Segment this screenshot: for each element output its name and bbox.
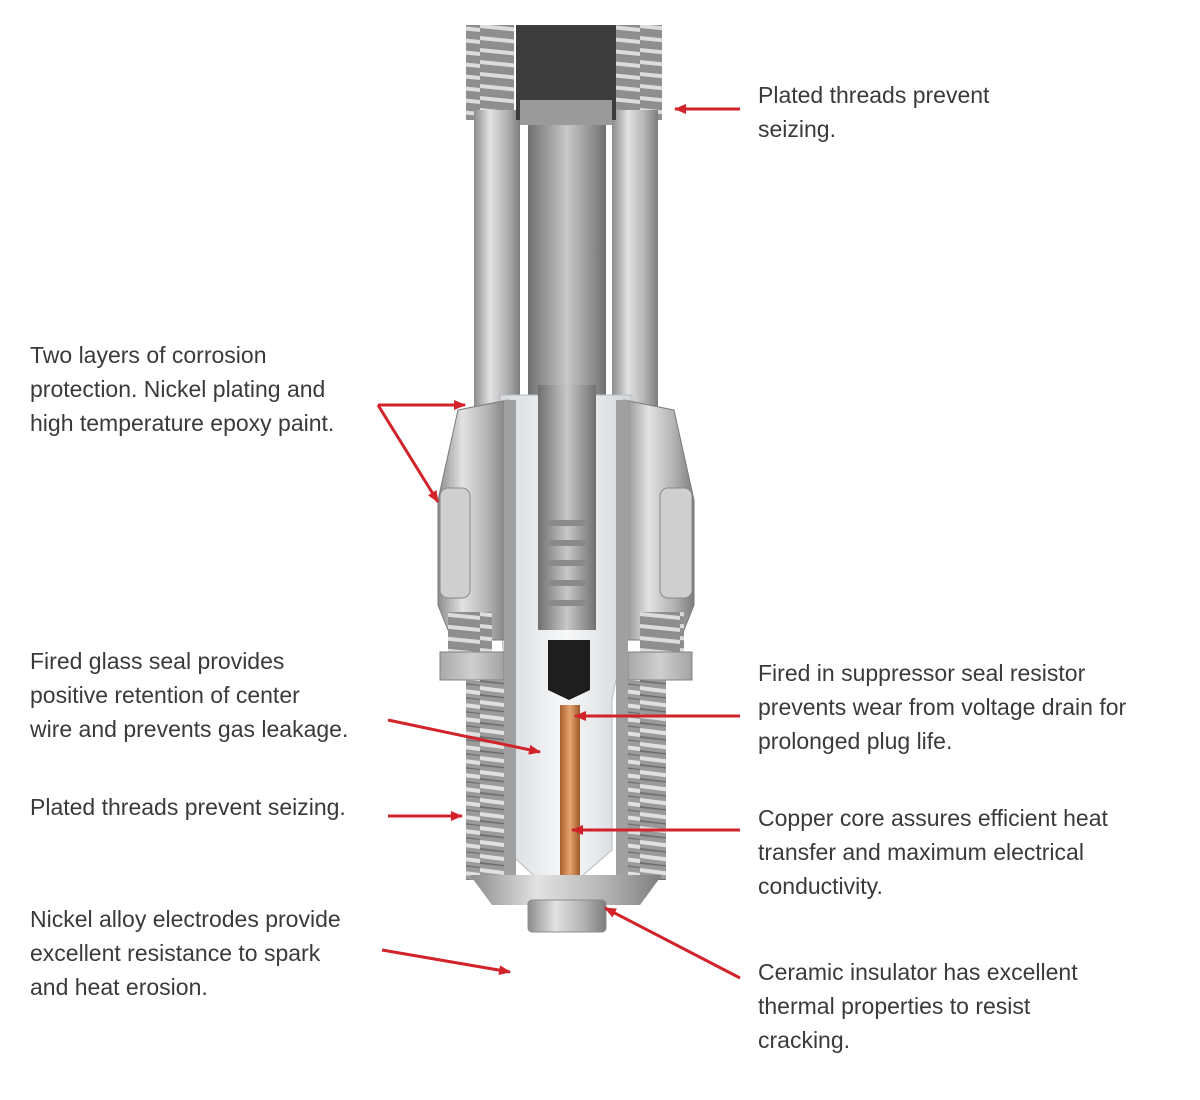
glass-seal — [548, 640, 590, 700]
callout-arrows — [376, 104, 741, 980]
upper-shell-left — [474, 110, 520, 410]
callout-top-threads: Plated threads prevent seizing. — [758, 82, 990, 142]
arrow-electrodes — [381, 948, 511, 976]
upper-shell-right — [612, 110, 658, 410]
lower-threads-right — [626, 680, 666, 880]
arrow-corrosion-bottom — [376, 404, 440, 503]
callout-bottom-threads: Plated threads prevent seizing. — [30, 794, 346, 820]
center-electrode-upper — [538, 385, 596, 630]
shell-flange — [439, 651, 505, 681]
shell-tip — [470, 875, 662, 905]
gasket-ring-left — [448, 612, 492, 652]
lower-threads-left — [466, 680, 506, 880]
spark-plug — [437, 25, 695, 933]
top-thread-left — [466, 25, 514, 120]
terminal-stud — [528, 115, 606, 395]
callout-copper-core: Copper core assures efficient heat trans… — [758, 805, 1108, 899]
arrow-glass-seal — [387, 718, 541, 755]
arrow-insulator — [604, 906, 741, 980]
top-thread-right — [616, 25, 662, 120]
callout-electrodes: Nickel alloy electrodes provide excellen… — [30, 906, 341, 1000]
nickel-electrode-tip — [527, 899, 607, 933]
callout-glass-seal: Fired glass seal provides positive reten… — [30, 648, 349, 742]
callout-corrosion: Two layers of corrosion protection. Nick… — [30, 342, 335, 436]
callout-resistor: Fired in suppressor seal resistor preven… — [758, 660, 1127, 754]
resistor-spring — [548, 520, 586, 606]
copper-core — [560, 705, 580, 900]
callout-insulator: Ceramic insulator has excellent thermal … — [758, 959, 1078, 1053]
